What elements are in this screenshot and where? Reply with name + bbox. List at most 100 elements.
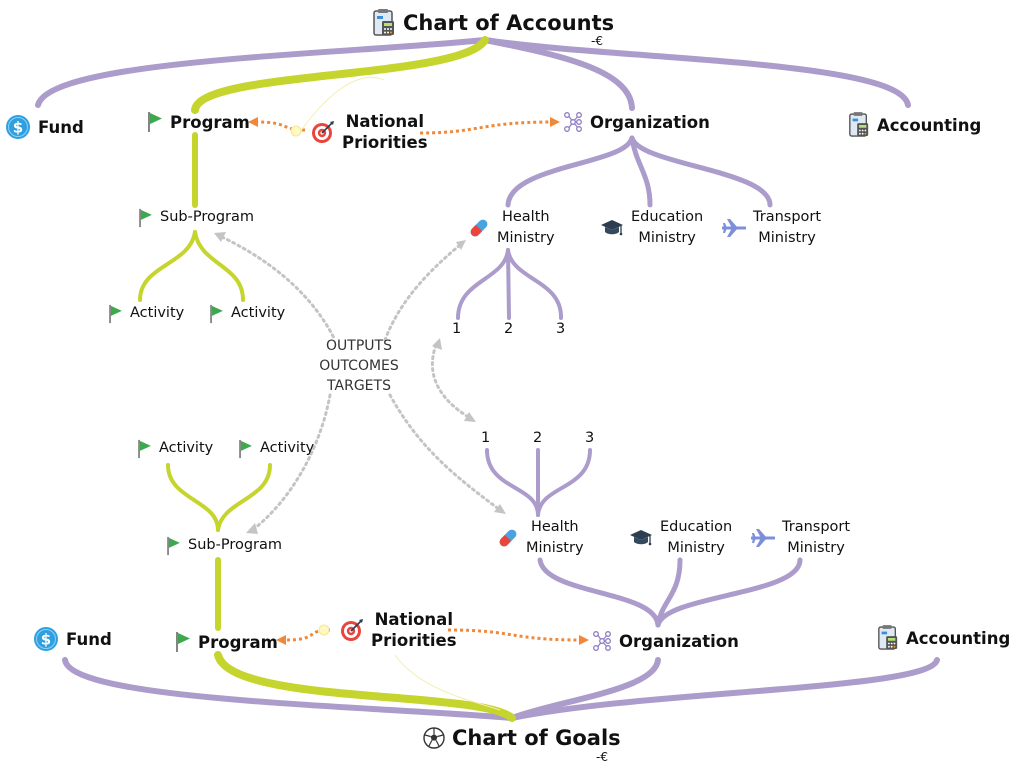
node-top-level-2[interactable]: 2 bbox=[504, 319, 513, 340]
branch-subprogram-activity-2 bbox=[193, 230, 245, 302]
node-education-ministry-bottom[interactable]: Education Ministry bbox=[629, 517, 732, 559]
national-priorities-bottom-line-2: Priorities bbox=[371, 631, 457, 650]
education-bottom-line-1: Education bbox=[660, 519, 733, 535]
activity-top-2-label: Activity bbox=[231, 305, 286, 321]
bottom-orange-links bbox=[284, 628, 581, 642]
node-program-top[interactable]: Program bbox=[147, 111, 250, 133]
pill-icon bbox=[499, 529, 517, 547]
node-health-ministry-bottom[interactable]: Health Ministry bbox=[497, 517, 584, 559]
link-level-1-to-level-1 bbox=[430, 343, 472, 420]
branch-3-health bbox=[536, 448, 592, 517]
branch-health-2 bbox=[506, 248, 511, 320]
organization-bottom-label: Organization bbox=[619, 631, 739, 651]
branch-root-accounting bbox=[482, 37, 911, 108]
node-chart-of-accounts[interactable]: Chart of Accounts bbox=[372, 9, 614, 37]
education-ministry-top-label: Education Ministry bbox=[631, 207, 703, 249]
arrowhead-gray-health-top bbox=[456, 240, 466, 250]
node-chart-of-goals[interactable]: Chart of Goals bbox=[423, 727, 621, 749]
branch-goals-fund bbox=[62, 657, 515, 721]
fund-top-label: Fund bbox=[38, 117, 84, 137]
guide-line-bottom bbox=[394, 654, 501, 711]
node-fund-top[interactable]: $ Fund bbox=[5, 114, 84, 140]
branch-org-health bbox=[505, 135, 635, 208]
link-priorities-program-bottom bbox=[284, 628, 331, 642]
accounting-top-label: Accounting bbox=[877, 115, 982, 135]
node-accounting-top[interactable]: Accounting bbox=[848, 112, 981, 138]
sub-program-bottom-label: Sub-Program bbox=[188, 537, 283, 553]
org-chart-icon bbox=[564, 112, 582, 132]
green-flag-icon bbox=[239, 439, 252, 458]
health-top-line-2: Ministry bbox=[497, 230, 555, 246]
node-national-priorities-bottom[interactable]: National Priorities bbox=[340, 609, 457, 651]
top-green-branches bbox=[138, 36, 489, 302]
accounting-bottom-label: Accounting bbox=[906, 628, 1011, 648]
node-transport-ministry-top[interactable]: Transport Ministry bbox=[722, 207, 821, 249]
bottom-purple-branches bbox=[62, 448, 940, 721]
arrowhead-organization bbox=[550, 117, 560, 127]
branch-root-fund bbox=[35, 37, 488, 108]
health-top-line-1: Health bbox=[501, 209, 550, 225]
targets-text: TARGETS bbox=[327, 378, 391, 394]
top-orange-links bbox=[256, 120, 553, 135]
link-handle-bottom bbox=[318, 624, 330, 636]
national-priorities-top-line-1: National bbox=[345, 112, 424, 131]
calculator-clipboard-icon bbox=[849, 112, 869, 137]
node-activity-bottom-2[interactable]: Activity bbox=[238, 438, 314, 459]
node-transport-ministry-bottom[interactable]: Transport Ministry bbox=[751, 517, 850, 559]
soccer-ball-icon bbox=[423, 727, 445, 749]
dollar-coin-icon: $ bbox=[34, 627, 58, 651]
node-national-priorities-top[interactable]: National Priorities bbox=[311, 111, 428, 153]
node-health-ministry-top[interactable]: Health Ministry bbox=[468, 207, 555, 249]
node-education-ministry-top[interactable]: Education Ministry bbox=[600, 207, 703, 249]
node-bottom-level-2[interactable]: 2 bbox=[533, 428, 542, 449]
chart-of-goals-label: Chart of Goals bbox=[452, 725, 621, 750]
education-ministry-bottom-label: Education Ministry bbox=[660, 517, 732, 559]
arrowhead-gray-subprogram-top bbox=[214, 232, 226, 242]
transport-top-line-1: Transport bbox=[753, 209, 822, 225]
outcomes-text: OUTCOMES bbox=[319, 358, 399, 374]
green-flag-icon bbox=[139, 208, 152, 227]
target-dart-icon bbox=[341, 619, 363, 641]
branch-org-education bbox=[629, 135, 653, 208]
node-organization-top[interactable]: Organization bbox=[563, 111, 710, 133]
node-top-level-3[interactable]: 3 bbox=[556, 319, 565, 340]
node-activity-bottom-1[interactable]: Activity bbox=[137, 438, 213, 459]
faint-guide-lines bbox=[299, 76, 501, 711]
education-top-line-1: Education bbox=[631, 209, 704, 225]
arrowhead-program-bottom bbox=[276, 635, 286, 645]
national-priorities-bottom-label: National Priorities bbox=[371, 609, 457, 651]
node-top-level-1[interactable]: 1 bbox=[452, 319, 461, 340]
branch-goals-accounting bbox=[509, 657, 940, 721]
top-level-2-label: 2 bbox=[504, 321, 514, 337]
root-marker-bottom: -€ bbox=[596, 750, 608, 764]
node-activity-top-2[interactable]: Activity bbox=[209, 303, 285, 324]
branch-program-goals bbox=[214, 651, 516, 722]
top-level-1-label: 1 bbox=[452, 321, 462, 337]
svg-text:$: $ bbox=[13, 119, 23, 137]
node-sub-program-top[interactable]: Sub-Program bbox=[138, 207, 254, 228]
arrowhead-organization-bottom bbox=[579, 635, 589, 645]
link-outputs-health-bottom bbox=[388, 393, 502, 512]
branch-root-program bbox=[191, 36, 489, 114]
node-program-bottom[interactable]: Program bbox=[175, 631, 278, 653]
branch-transport-org bbox=[655, 557, 803, 628]
graduation-cap-icon bbox=[630, 530, 652, 546]
green-flag-icon bbox=[138, 439, 151, 458]
node-organization-bottom[interactable]: Organization bbox=[592, 630, 739, 652]
health-bottom-line-1: Health bbox=[530, 519, 579, 535]
node-bottom-level-3[interactable]: 3 bbox=[585, 428, 594, 449]
pill-icon bbox=[470, 219, 488, 237]
national-priorities-top-line-2: Priorities bbox=[342, 133, 428, 152]
node-fund-bottom[interactable]: $ Fund bbox=[33, 626, 112, 652]
airplane-icon bbox=[722, 219, 746, 237]
branch-activity-2-subprogram bbox=[216, 463, 272, 532]
node-sub-program-bottom[interactable]: Sub-Program bbox=[166, 535, 282, 556]
link-outputs-subprogram-bottom bbox=[253, 393, 332, 530]
arrowhead-gray-subprogram-bottom bbox=[246, 523, 258, 534]
green-flag-icon bbox=[109, 304, 122, 323]
sub-program-top-label: Sub-Program bbox=[160, 209, 255, 225]
node-accounting-bottom[interactable]: Accounting bbox=[877, 625, 1010, 651]
node-activity-top-1[interactable]: Activity bbox=[108, 303, 184, 324]
node-bottom-level-1[interactable]: 1 bbox=[481, 428, 490, 449]
